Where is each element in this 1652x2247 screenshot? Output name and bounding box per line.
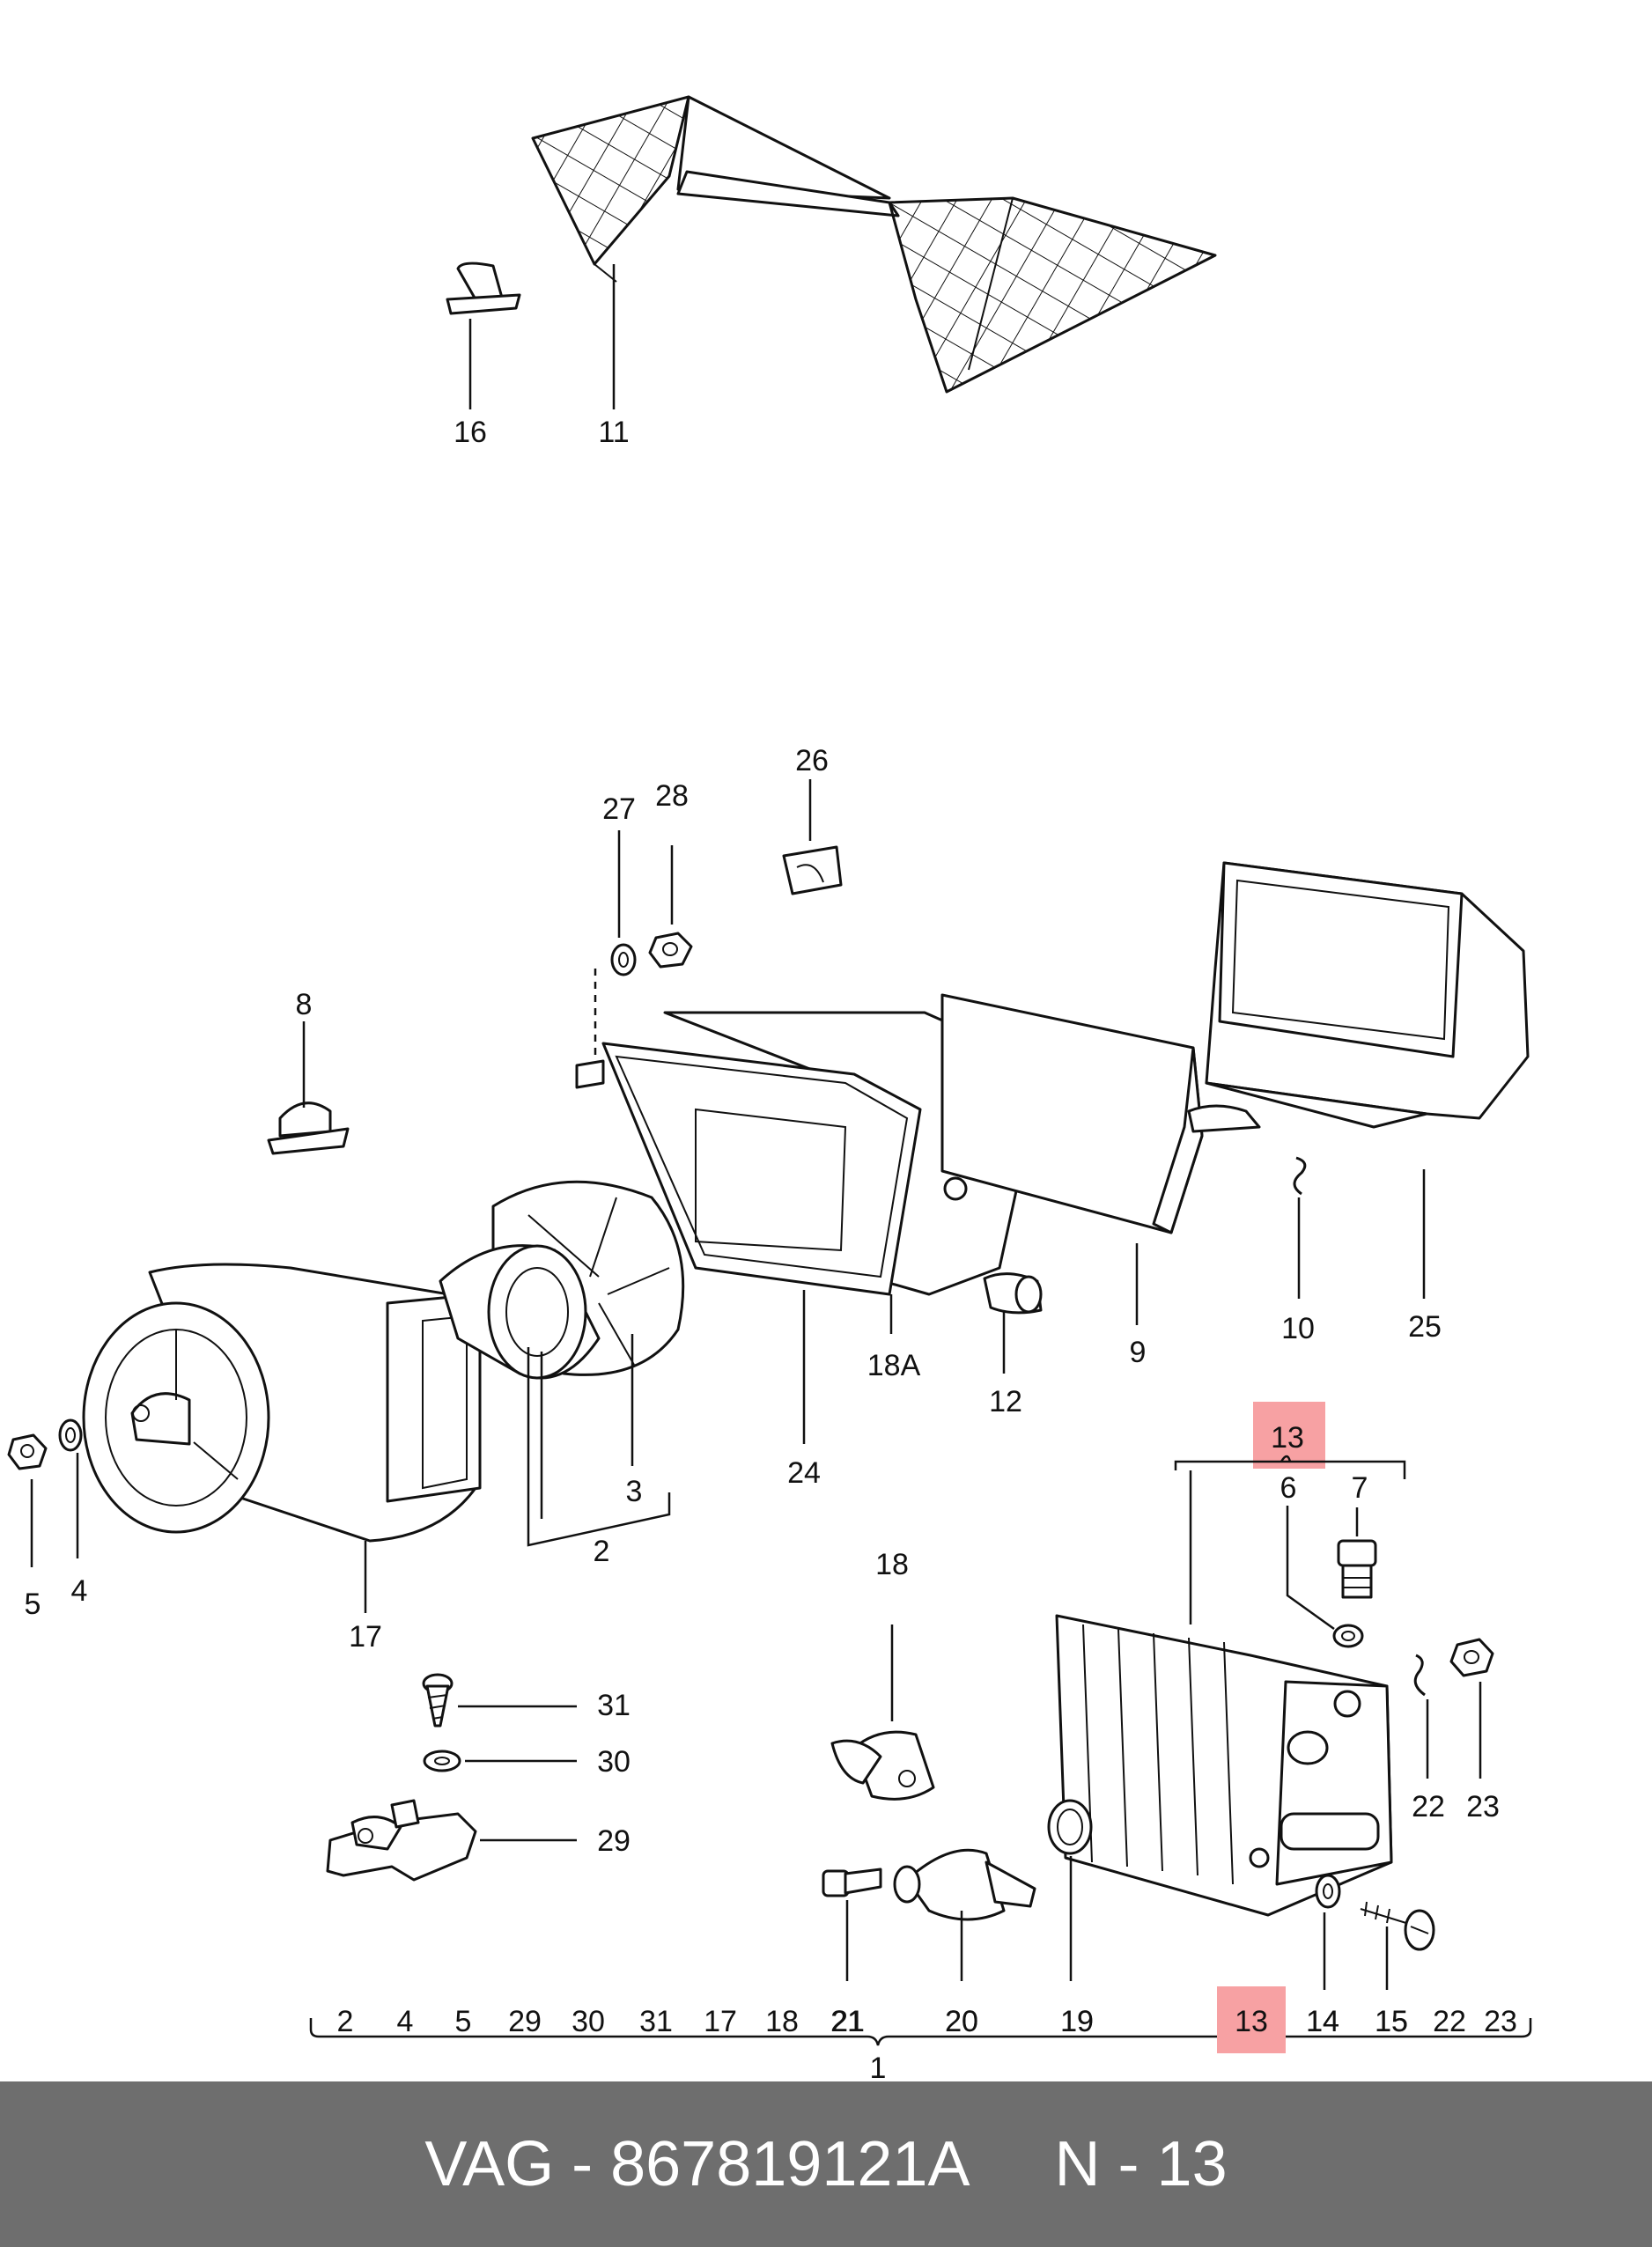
part-9-air-filter [940,993,1204,1234]
footer-part-number: VAG - 867819121A N - 13 [424,2129,1228,2199]
callout-17: 17 [349,1620,382,1654]
part-20-hose-connector [893,1848,1036,1921]
callout-18: 18 [875,1548,909,1581]
callout-8: 8 [296,988,313,1021]
part-31-screw [422,1673,454,1728]
callout-13-top: 13 [1271,1421,1304,1455]
callout-19: 19 [1060,2005,1094,2038]
callout-5: 5 [25,1588,41,1621]
callout-4: 4 [71,1574,88,1608]
part-2-blower-motor [439,1244,601,1380]
part-4-washer [58,1418,83,1452]
part-30-washer [423,1750,461,1772]
callout-12: 12 [989,1385,1022,1418]
kit-list-item: 5 [455,2005,472,2038]
part-14-washer [1315,1874,1341,1909]
callout-23: 23 [1466,1790,1500,1823]
callout-25: 25 [1408,1310,1442,1344]
part-16-clip [446,262,521,315]
kit-list-item: 18 [765,2005,799,2038]
part-11-air-duct [531,95,1217,394]
part-8-clip [267,1101,350,1155]
callout-29: 29 [597,1824,631,1858]
callout-16: 16 [454,416,487,449]
kit-list-item: 13 [1235,2005,1268,2038]
callout-3: 3 [626,1475,643,1508]
kit-list-item: 21 [830,2005,864,2038]
kit-list-item: 29 [508,2005,542,2038]
kit-list-item: 14 [1306,2005,1339,2038]
kit-list-item: 23 [1484,2005,1517,2038]
part-22-spring-clip [1413,1654,1426,1697]
kit-list-item: 4 [397,2005,414,2038]
part-26-clip [782,845,843,895]
parts-exploded-diagram: 16 11 27 28 26 8 10 25 9 18A 12 24 3 2 5… [7,95,1532,2081]
highlight-13-bottom [1217,1986,1286,2053]
part-7-bleed-screw [1337,1539,1377,1599]
kit-list: 2 4 5 29 30 31 17 18 21 20 19 13 14 15 22 23 [337,2005,1517,2038]
kit-list-item: 17 [704,2005,737,2038]
part-29-bracket [326,1799,477,1882]
part-17-blower-housing [82,1263,482,1543]
callout-7: 7 [1352,1471,1368,1505]
callout-14: 14 [1306,2005,1339,2038]
kit-list-item: 31 [639,2005,673,2038]
kit-list-item: 2 [337,2005,354,2038]
callout-24: 24 [787,1456,821,1490]
kit-list-item: 20 [945,2005,978,2038]
part-5-nut [7,1433,48,1470]
callout-labels: 16 11 27 28 26 8 10 25 9 18A 12 24 3 2 5… [25,416,1500,2081]
kit-list-item: 19 [1060,2005,1094,2038]
callout-9: 9 [1130,1336,1147,1369]
part-27-washer [610,943,637,976]
part-6-washer [1332,1624,1364,1648]
callout-11: 11 [598,416,629,449]
callout-6: 6 [1280,1471,1297,1505]
footer-bar: VAG - 867819121A N - 13 [0,2081,1652,2247]
callout-1: 1 [870,2052,887,2081]
callout-28: 28 [655,779,689,813]
part-19-seal-ring [1047,1799,1093,1855]
part-28-nut [648,932,693,969]
callout-27: 27 [602,792,636,826]
part-21-bolt [822,1868,882,1897]
callout-10: 10 [1281,1312,1315,1345]
part-12-grommet [983,1272,1043,1315]
callout-18A: 18A [867,1349,921,1382]
kit-list-item: 22 [1433,2005,1466,2038]
callout-2: 2 [594,1535,610,1568]
callout-20: 20 [945,2005,978,2038]
kit-list-item: 30 [572,2005,605,2038]
part-15-screw [1360,1901,1435,1951]
callout-26: 26 [795,744,829,777]
part-10-spring-clip [1293,1156,1307,1196]
part-13-heat-exchanger [1055,1614,1393,1917]
callout-22: 22 [1412,1790,1445,1823]
callout-15: 15 [1375,2005,1408,2038]
callout-21: 21 [831,2005,865,2038]
callout-30: 30 [597,1745,631,1779]
part-23-nut [1449,1638,1494,1677]
callout-31: 31 [597,1689,631,1722]
part-18-flange [830,1730,935,1801]
part-25-duct [1187,861,1530,1133]
kit-list-item: 15 [1375,2005,1408,2038]
